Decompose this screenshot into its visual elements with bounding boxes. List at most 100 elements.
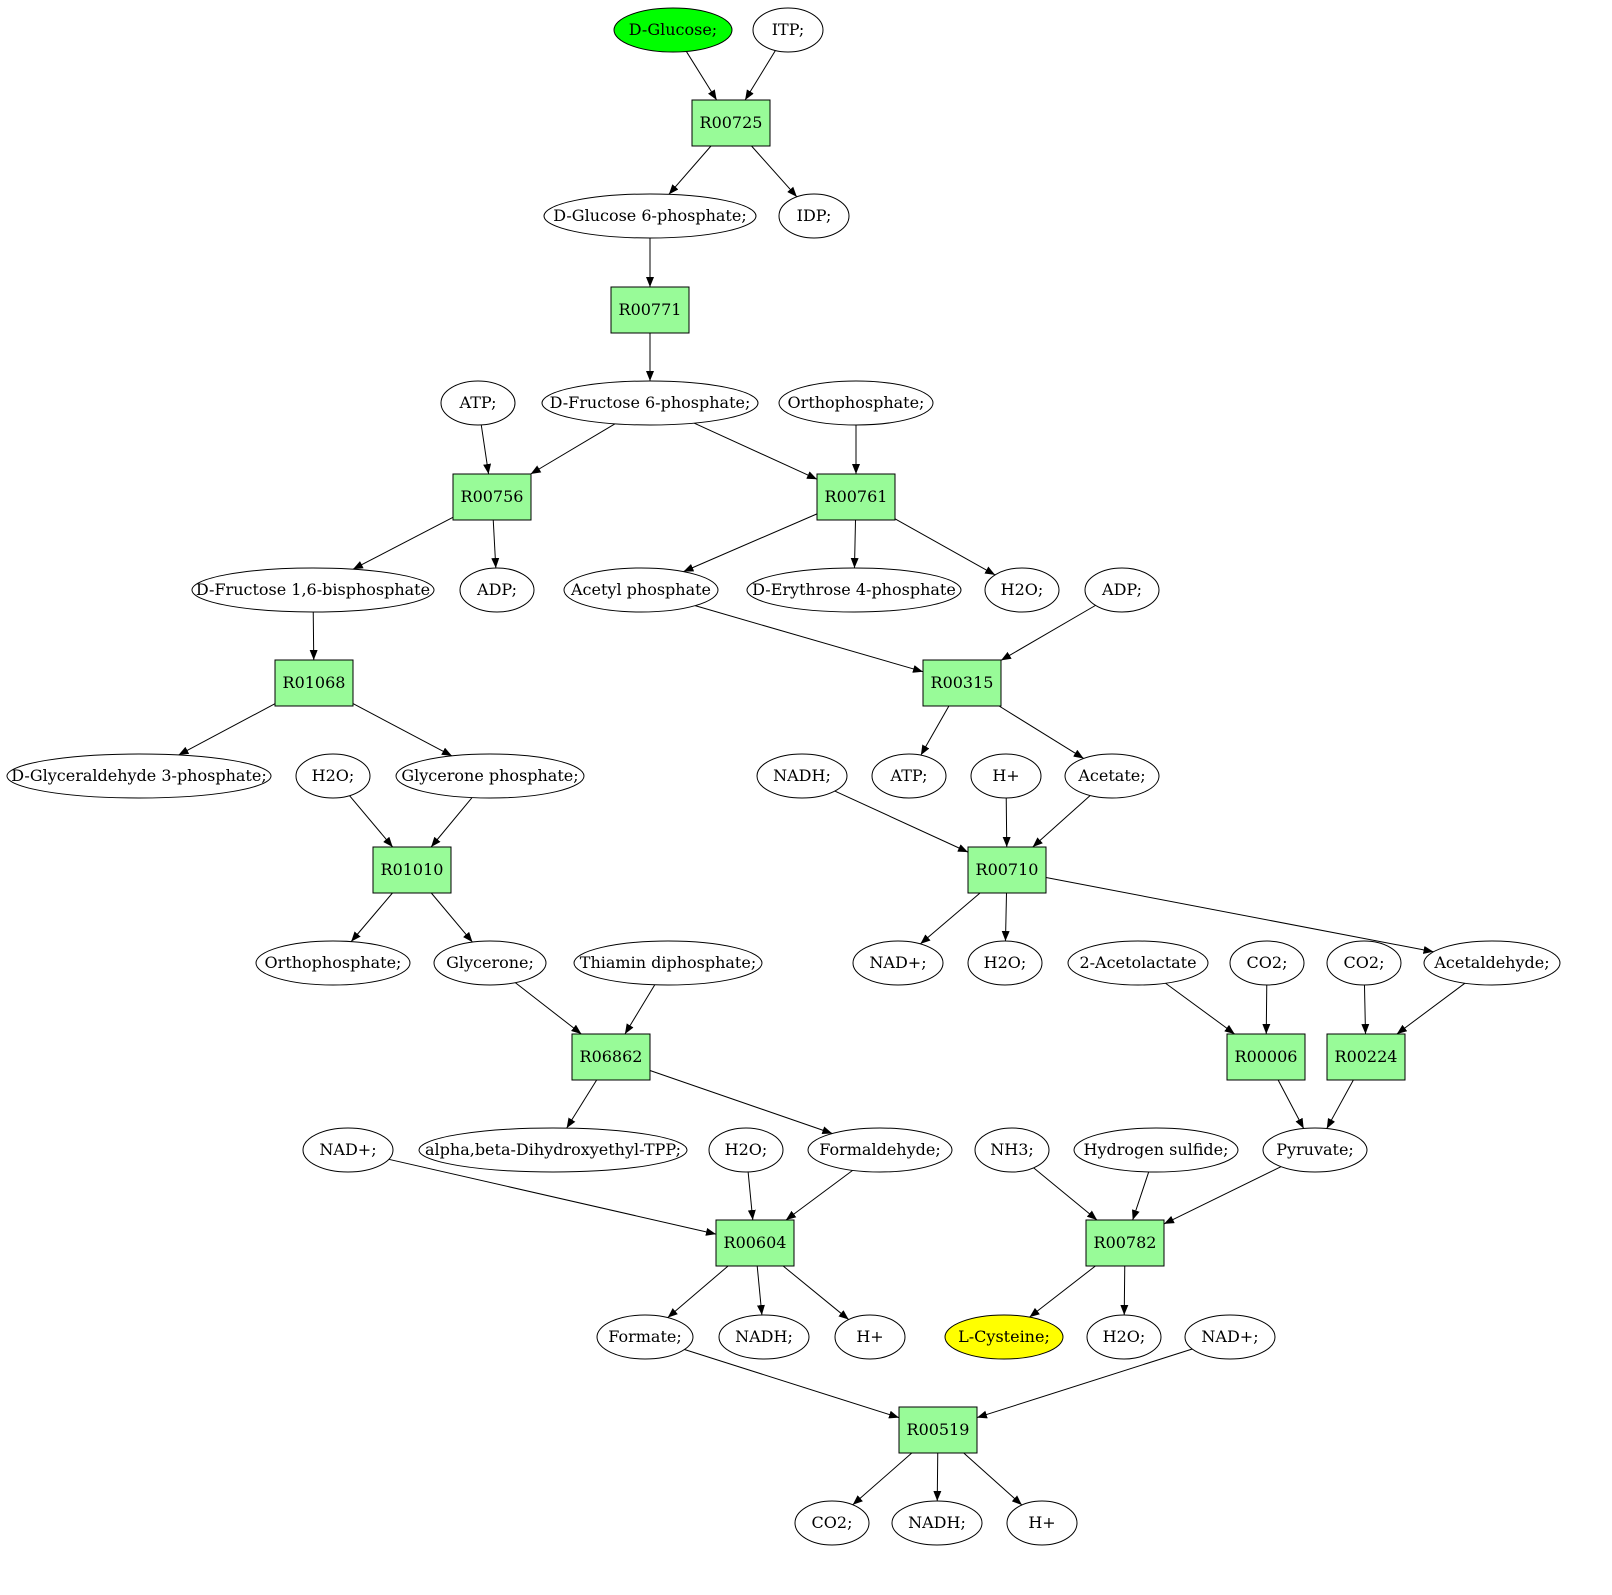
metabolite-adp: ADP;: [459, 567, 535, 613]
metabolite-ellipse: [778, 380, 934, 426]
reaction-r00224: R00224: [1326, 1033, 1406, 1081]
node-label: Pyruvate;: [1276, 1140, 1354, 1159]
metabolite-ellipse: [984, 567, 1060, 613]
edge-h2o2-to-R01010: [349, 795, 394, 848]
metabolite-ellipse: [613, 7, 733, 53]
edge-R00604-to-nadh2: [756, 1265, 765, 1316]
metabolite-ellipse: [1184, 1314, 1276, 1360]
edge-formate-to-R00519: [684, 1349, 900, 1419]
edge-layer: [178, 50, 1466, 1506]
node-label: R00761: [825, 487, 888, 506]
node-label: Acetaldehyde;: [1433, 953, 1549, 972]
reaction-r00725: R00725: [691, 99, 771, 147]
metabolite-ellipse: [778, 193, 850, 239]
node-label: 2-Acetolactate: [1079, 953, 1196, 972]
edge-nadp2-to-R00604: [388, 1158, 717, 1236]
metabolite-glycerone: Glycerone;: [433, 940, 547, 986]
metabolite-nh3: NH3;: [974, 1127, 1050, 1173]
node-label: ATP;: [890, 766, 928, 785]
node-label: H2O;: [984, 953, 1027, 972]
metabolite-h2o: H2O;: [708, 1127, 784, 1173]
edge-h2s-to-R00782: [1132, 1171, 1150, 1221]
edge-formaldehyde-to-R00604: [785, 1169, 853, 1221]
edge-hplus1-to-R00710: [1002, 797, 1011, 848]
node-label: NAD+;: [319, 1140, 376, 1159]
edge-R00315-to-acetate: [998, 705, 1084, 759]
node-label: D-Fructose 6-phosphate;: [550, 393, 751, 412]
metabolite-ellipse: [563, 567, 719, 613]
edge-tpp-to-R06862: [624, 984, 656, 1035]
metabolite-formate: Formate;: [596, 1314, 694, 1360]
node-label: CO2;: [812, 1513, 853, 1532]
metabolite-thiamin-diphosphate: Thiamin diphosphate;: [573, 940, 763, 986]
edge-nadh1-to-R00710: [834, 790, 969, 853]
metabolite-co2: CO2;: [1229, 940, 1305, 986]
edge-R00710-to-nadp1: [920, 892, 981, 945]
edge-R00519-to-hplus3: [963, 1452, 1023, 1506]
node-label: R00224: [1335, 1047, 1398, 1066]
metabolite-ellipse: [1084, 567, 1160, 613]
edge-R00756-to-adp1: [491, 519, 500, 569]
edge-co2a-to-R00006: [1262, 984, 1271, 1035]
metabolite-2-acetolactate: 2-Acetolactate: [1067, 940, 1209, 986]
metabolite-atp: ATP;: [871, 753, 947, 799]
metabolite-nad: NAD+;: [302, 1127, 394, 1173]
metabolite-h: H+: [1006, 1500, 1078, 1546]
edge-R01010-to-glycerone: [430, 892, 473, 943]
node-label: R00771: [619, 300, 682, 319]
metabolite-ellipse: [6, 753, 272, 799]
node-label: R06862: [580, 1047, 643, 1066]
node-label: Formate;: [608, 1327, 682, 1346]
node-label: Orthophosphate;: [788, 393, 925, 412]
metabolite-acetyl-phosphate: Acetyl phosphate: [563, 567, 719, 613]
node-label: D-Glucose;: [629, 20, 717, 39]
metabolite-ellipse: [440, 380, 516, 426]
node-label: L-Cysteine;: [958, 1327, 1050, 1346]
edge-R00761-to-e4p: [850, 519, 859, 569]
metabolite-nad: NAD+;: [1184, 1314, 1276, 1360]
reaction-box: [1085, 1219, 1165, 1267]
metabolite-ellipse: [1326, 940, 1402, 986]
node-label: Glycerone phosphate;: [401, 766, 578, 785]
edge-R00761-to-acp: [683, 513, 818, 573]
reaction-r00756: R00756: [452, 473, 532, 521]
edge-R06862-to-formaldehyde: [649, 1070, 833, 1135]
node-label: CO2;: [1247, 953, 1288, 972]
edge-glycerone-to-R06862: [514, 982, 582, 1035]
node-label: ADP;: [476, 580, 517, 599]
metabolite-orthophosphate: Orthophosphate;: [255, 940, 411, 986]
metabolite-h2o: H2O;: [295, 753, 371, 799]
edge-R06862-to-dhetpp: [566, 1079, 598, 1129]
edge-R00756-to-fbp: [352, 516, 454, 570]
metabolite-ellipse: [752, 7, 824, 53]
edge-R00006-to-pyruvate: [1277, 1079, 1305, 1129]
metabolite-ellipse: [970, 753, 1042, 799]
reaction-box: [816, 473, 896, 521]
metabolite-nadh: NADH;: [718, 1314, 810, 1360]
reaction-r00761: R00761: [816, 473, 896, 521]
metabolite-ellipse: [295, 753, 371, 799]
edge-R00782-to-cys: [1029, 1265, 1096, 1318]
metabolite-ellipse: [302, 1127, 394, 1173]
node-label: D-Erythrose 4-phosphate: [752, 580, 956, 599]
edge-R00315-to-atp2: [920, 705, 950, 756]
metabolite-ellipse: [596, 1314, 694, 1360]
node-label: Thiamin diphosphate;: [580, 953, 756, 972]
edge-f6p-to-R00756: [530, 423, 616, 475]
node-label: H2O;: [1103, 1327, 1146, 1346]
edge-acetaldehyde-to-R00224: [1396, 982, 1466, 1035]
node-label: Orthophosphate;: [265, 953, 402, 972]
node-label: NADH;: [773, 766, 831, 785]
node-label: H2O;: [725, 1140, 768, 1159]
metabolite-ellipse: [573, 940, 763, 986]
reaction-r00604: R00604: [715, 1219, 795, 1267]
metabolite-ellipse: [1064, 753, 1160, 799]
reaction-box: [372, 846, 452, 894]
metabolite-ellipse: [756, 753, 848, 799]
node-label: ITP;: [772, 20, 805, 39]
node-label: NAD+;: [869, 953, 926, 972]
reaction-r06862: R06862: [571, 1033, 651, 1081]
metabolite-ellipse: [974, 1127, 1050, 1173]
node-label: NAD+;: [1201, 1327, 1258, 1346]
edge-R00782-to-h2o5: [1120, 1265, 1129, 1316]
